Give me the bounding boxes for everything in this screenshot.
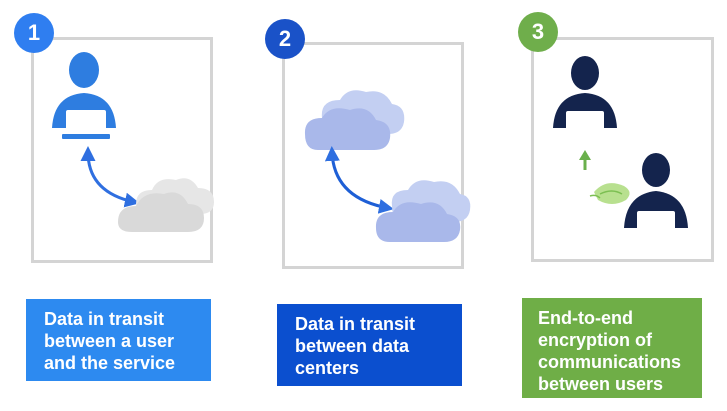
laptop-icon [62,110,110,139]
caption-line: centers [295,358,360,378]
caption-line: End-to-end [538,308,633,328]
cloud-icon [375,180,471,242]
caption-line: Data in transit [295,314,416,334]
caption-line: communications [538,352,682,372]
step-badge-3: 3 [518,12,558,52]
step-badge-2: 2 [265,19,305,59]
double-arrow-icon [324,146,394,214]
cloud-icon [118,178,214,232]
caption-line: encryption of [538,330,653,350]
caption-line: between data [295,336,410,356]
caption-line: and the service [44,353,176,373]
envelope-icon [589,183,630,204]
caption-box-3: End-to-end encryption of communications … [522,298,702,398]
step-badge-1: 1 [14,13,54,53]
up-arrow-icon [579,150,591,170]
double-arrow-icon [80,146,140,208]
caption-box-1: Data in transit between a user and the s… [26,299,211,381]
cloud-icon [304,90,405,150]
laptop-icon [562,111,608,138]
caption-line: between users [538,374,664,394]
caption-line: Data in transit [44,309,165,329]
caption-box-2: Data in transit between data centers [277,304,462,386]
caption-line: between a user [44,331,175,351]
laptop-icon [632,211,680,238]
